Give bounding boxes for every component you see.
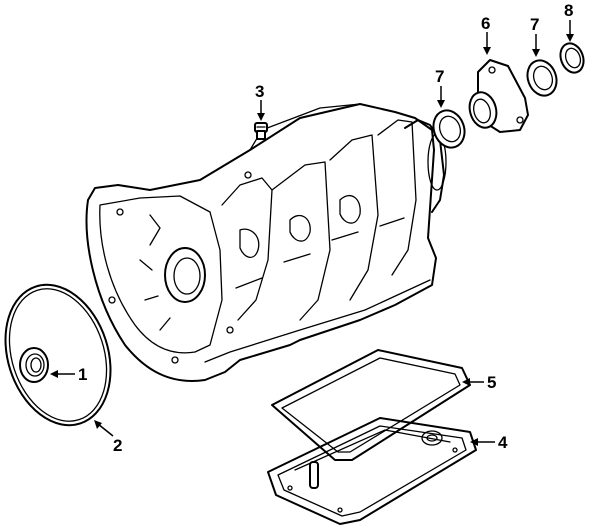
callout-6: 6 [481, 14, 490, 33]
callout-1: 1 [78, 365, 87, 384]
output-seal-right [526, 59, 558, 97]
torque-converter-seal [19, 347, 49, 383]
callout-labels: 1 2 3 4 5 6 7 7 8 [78, 1, 573, 455]
callout-5: 5 [487, 373, 496, 392]
transmission-case [85, 103, 447, 382]
callout-8: 8 [564, 1, 573, 20]
callout-4: 4 [498, 433, 508, 452]
output-seal-left [432, 109, 466, 149]
callout-3: 3 [255, 82, 264, 101]
callout-2: 2 [113, 436, 122, 455]
callout-7-right: 7 [530, 15, 539, 34]
flange-seal [559, 42, 585, 74]
callout-7-left: 7 [435, 67, 444, 86]
vent-plug [254, 122, 268, 140]
gasket-ring [4, 283, 112, 427]
output-flange [468, 59, 529, 133]
oil-pan [267, 417, 477, 525]
leader-lines [50, 20, 574, 446]
pan-gasket [271, 349, 471, 461]
